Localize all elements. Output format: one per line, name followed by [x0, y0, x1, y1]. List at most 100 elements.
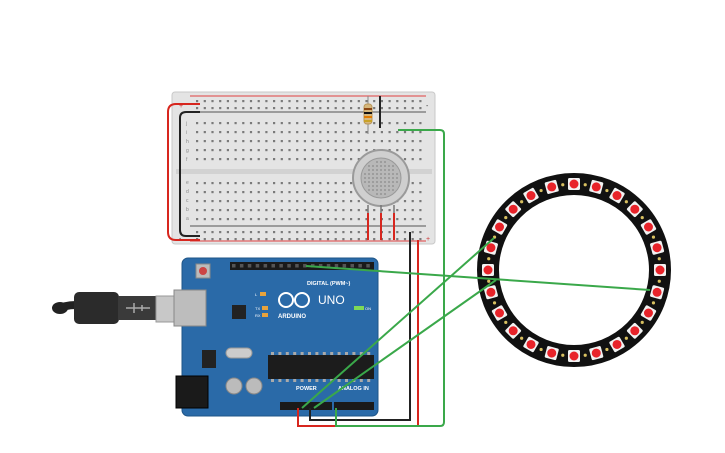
breadboard-hole[interactable]	[249, 140, 253, 143]
breadboard-hole[interactable]	[242, 100, 245, 103]
breadboard-hole[interactable]	[396, 218, 399, 221]
breadboard-hole[interactable]	[211, 100, 214, 103]
breadboard-hole[interactable]	[265, 149, 268, 152]
breadboard-hole[interactable]	[203, 158, 206, 161]
breadboard-hole[interactable]	[388, 131, 391, 134]
header-pin[interactable]	[279, 264, 283, 268]
breadboard-hole[interactable]	[226, 107, 229, 110]
breadboard-hole[interactable]	[319, 200, 322, 203]
header-pin[interactable]	[358, 264, 362, 268]
breadboard-hole[interactable]	[288, 140, 291, 143]
breadboard-hole[interactable]	[265, 182, 268, 185]
breadboard-hole[interactable]	[311, 131, 314, 134]
breadboard-hole[interactable]	[419, 131, 422, 134]
breadboard-hole[interactable]	[311, 231, 314, 234]
breadboard-hole[interactable]	[265, 231, 268, 234]
breadboard-hole[interactable]	[249, 191, 253, 194]
breadboard-hole[interactable]	[296, 191, 299, 194]
wire-black-gnd[interactable]	[309, 232, 411, 421]
breadboard-hole[interactable]	[273, 149, 276, 152]
breadboard-hole[interactable]	[319, 100, 322, 103]
breadboard-hole[interactable]	[403, 238, 407, 241]
breadboard-hole[interactable]	[373, 140, 376, 143]
breadboard-hole[interactable]	[334, 209, 337, 212]
breadboard-hole[interactable]	[380, 107, 383, 110]
breadboard-hole[interactable]	[342, 131, 345, 134]
breadboard-hole[interactable]	[342, 140, 345, 143]
breadboard-hole[interactable]	[403, 140, 407, 143]
breadboard-hole[interactable]	[303, 182, 306, 185]
breadboard-hole[interactable]	[280, 200, 283, 203]
breadboard-hole[interactable]	[319, 140, 322, 143]
breadboard-hole[interactable]	[234, 149, 237, 152]
breadboard-hole[interactable]	[419, 200, 422, 203]
breadboard-hole[interactable]	[396, 238, 399, 241]
breadboard-hole[interactable]	[203, 200, 206, 203]
breadboard-hole[interactable]	[203, 100, 206, 103]
breadboard-hole[interactable]	[196, 158, 199, 161]
breadboard-hole[interactable]	[380, 122, 383, 125]
breadboard-hole[interactable]	[249, 107, 253, 110]
breadboard-hole[interactable]	[273, 140, 276, 143]
breadboard-hole[interactable]	[334, 231, 337, 234]
breadboard-hole[interactable]	[211, 131, 214, 134]
breadboard-hole[interactable]	[365, 140, 368, 143]
breadboard-hole[interactable]	[257, 100, 260, 103]
breadboard-hole[interactable]	[350, 182, 353, 185]
breadboard-hole[interactable]	[357, 218, 360, 221]
breadboard-hole[interactable]	[296, 209, 299, 212]
breadboard-hole[interactable]	[303, 122, 306, 125]
breadboard-hole[interactable]	[219, 122, 222, 125]
breadboard-hole[interactable]	[226, 100, 229, 103]
breadboard-hole[interactable]	[350, 218, 353, 221]
breadboard-hole[interactable]	[319, 107, 322, 110]
breadboard-hole[interactable]	[257, 131, 260, 134]
header-pin[interactable]	[247, 264, 252, 268]
header-pin[interactable]	[350, 264, 355, 268]
breadboard-hole[interactable]	[234, 158, 237, 161]
breadboard-hole[interactable]	[226, 149, 229, 152]
header-pin[interactable]	[255, 264, 260, 268]
breadboard-hole[interactable]	[411, 140, 414, 143]
breadboard-hole[interactable]	[288, 231, 291, 234]
breadboard-hole[interactable]	[350, 149, 353, 152]
breadboard-hole[interactable]	[219, 182, 222, 185]
breadboard-hole[interactable]	[411, 182, 414, 185]
breadboard[interactable]: + - + - j i h g f e d c b a	[171, 91, 436, 245]
breadboard-hole[interactable]	[249, 131, 253, 134]
wire-black-left-rail[interactable]	[179, 111, 200, 237]
breadboard-hole[interactable]	[388, 231, 391, 234]
breadboard-hole[interactable]	[203, 131, 206, 134]
breadboard-hole[interactable]	[419, 209, 422, 212]
breadboard-hole[interactable]	[273, 122, 276, 125]
breadboard-hole[interactable]	[334, 131, 337, 134]
breadboard-hole[interactable]	[334, 238, 337, 241]
breadboard-hole[interactable]	[319, 182, 322, 185]
breadboard-hole[interactable]	[350, 107, 353, 110]
breadboard-hole[interactable]	[211, 122, 214, 125]
breadboard-hole[interactable]	[211, 191, 214, 194]
breadboard-hole[interactable]	[196, 140, 199, 143]
breadboard-hole[interactable]	[319, 158, 322, 161]
breadboard-hole[interactable]	[296, 100, 299, 103]
breadboard-hole[interactable]	[203, 238, 206, 241]
breadboard-hole[interactable]	[288, 122, 291, 125]
breadboard-hole[interactable]	[219, 200, 222, 203]
breadboard-hole[interactable]	[242, 158, 245, 161]
breadboard-hole[interactable]	[265, 191, 268, 194]
breadboard-hole[interactable]	[411, 238, 414, 241]
breadboard-hole[interactable]	[265, 200, 268, 203]
breadboard-hole[interactable]	[350, 140, 353, 143]
breadboard-hole[interactable]	[334, 107, 337, 110]
breadboard-hole[interactable]	[280, 191, 283, 194]
breadboard-hole[interactable]	[211, 149, 214, 152]
breadboard-hole[interactable]	[396, 140, 399, 143]
breadboard-hole[interactable]	[411, 200, 414, 203]
breadboard-hole[interactable]	[357, 140, 360, 143]
resistor[interactable]	[363, 96, 373, 134]
breadboard-hole[interactable]	[319, 218, 322, 221]
breadboard-hole[interactable]	[303, 149, 306, 152]
breadboard-hole[interactable]	[334, 140, 337, 143]
breadboard-hole[interactable]	[288, 218, 291, 221]
breadboard-hole[interactable]	[219, 107, 222, 110]
